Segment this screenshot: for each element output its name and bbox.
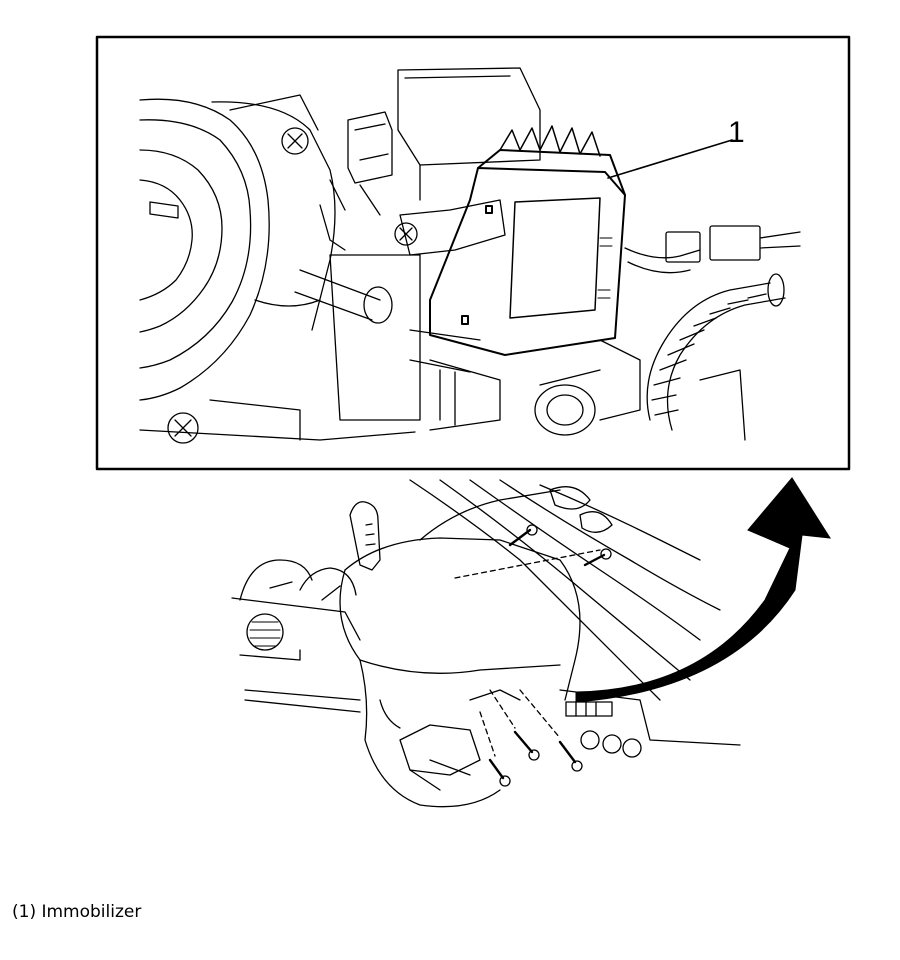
screws (488, 524, 612, 787)
detail-inset-drawing (139, 67, 801, 444)
removal-direction-arrow (575, 477, 831, 703)
callout-leader-line (607, 139, 733, 179)
immobilizer-illustration: 1 (95, 35, 851, 808)
connector-left (665, 231, 701, 263)
overview-drawing (231, 479, 741, 808)
connector-right (709, 225, 761, 261)
immobilizer-module (429, 125, 626, 356)
detail-inset-frame (95, 35, 851, 471)
figure-caption: (1) Immobilizer (12, 902, 142, 922)
callout-number-1: 1 (728, 116, 745, 149)
